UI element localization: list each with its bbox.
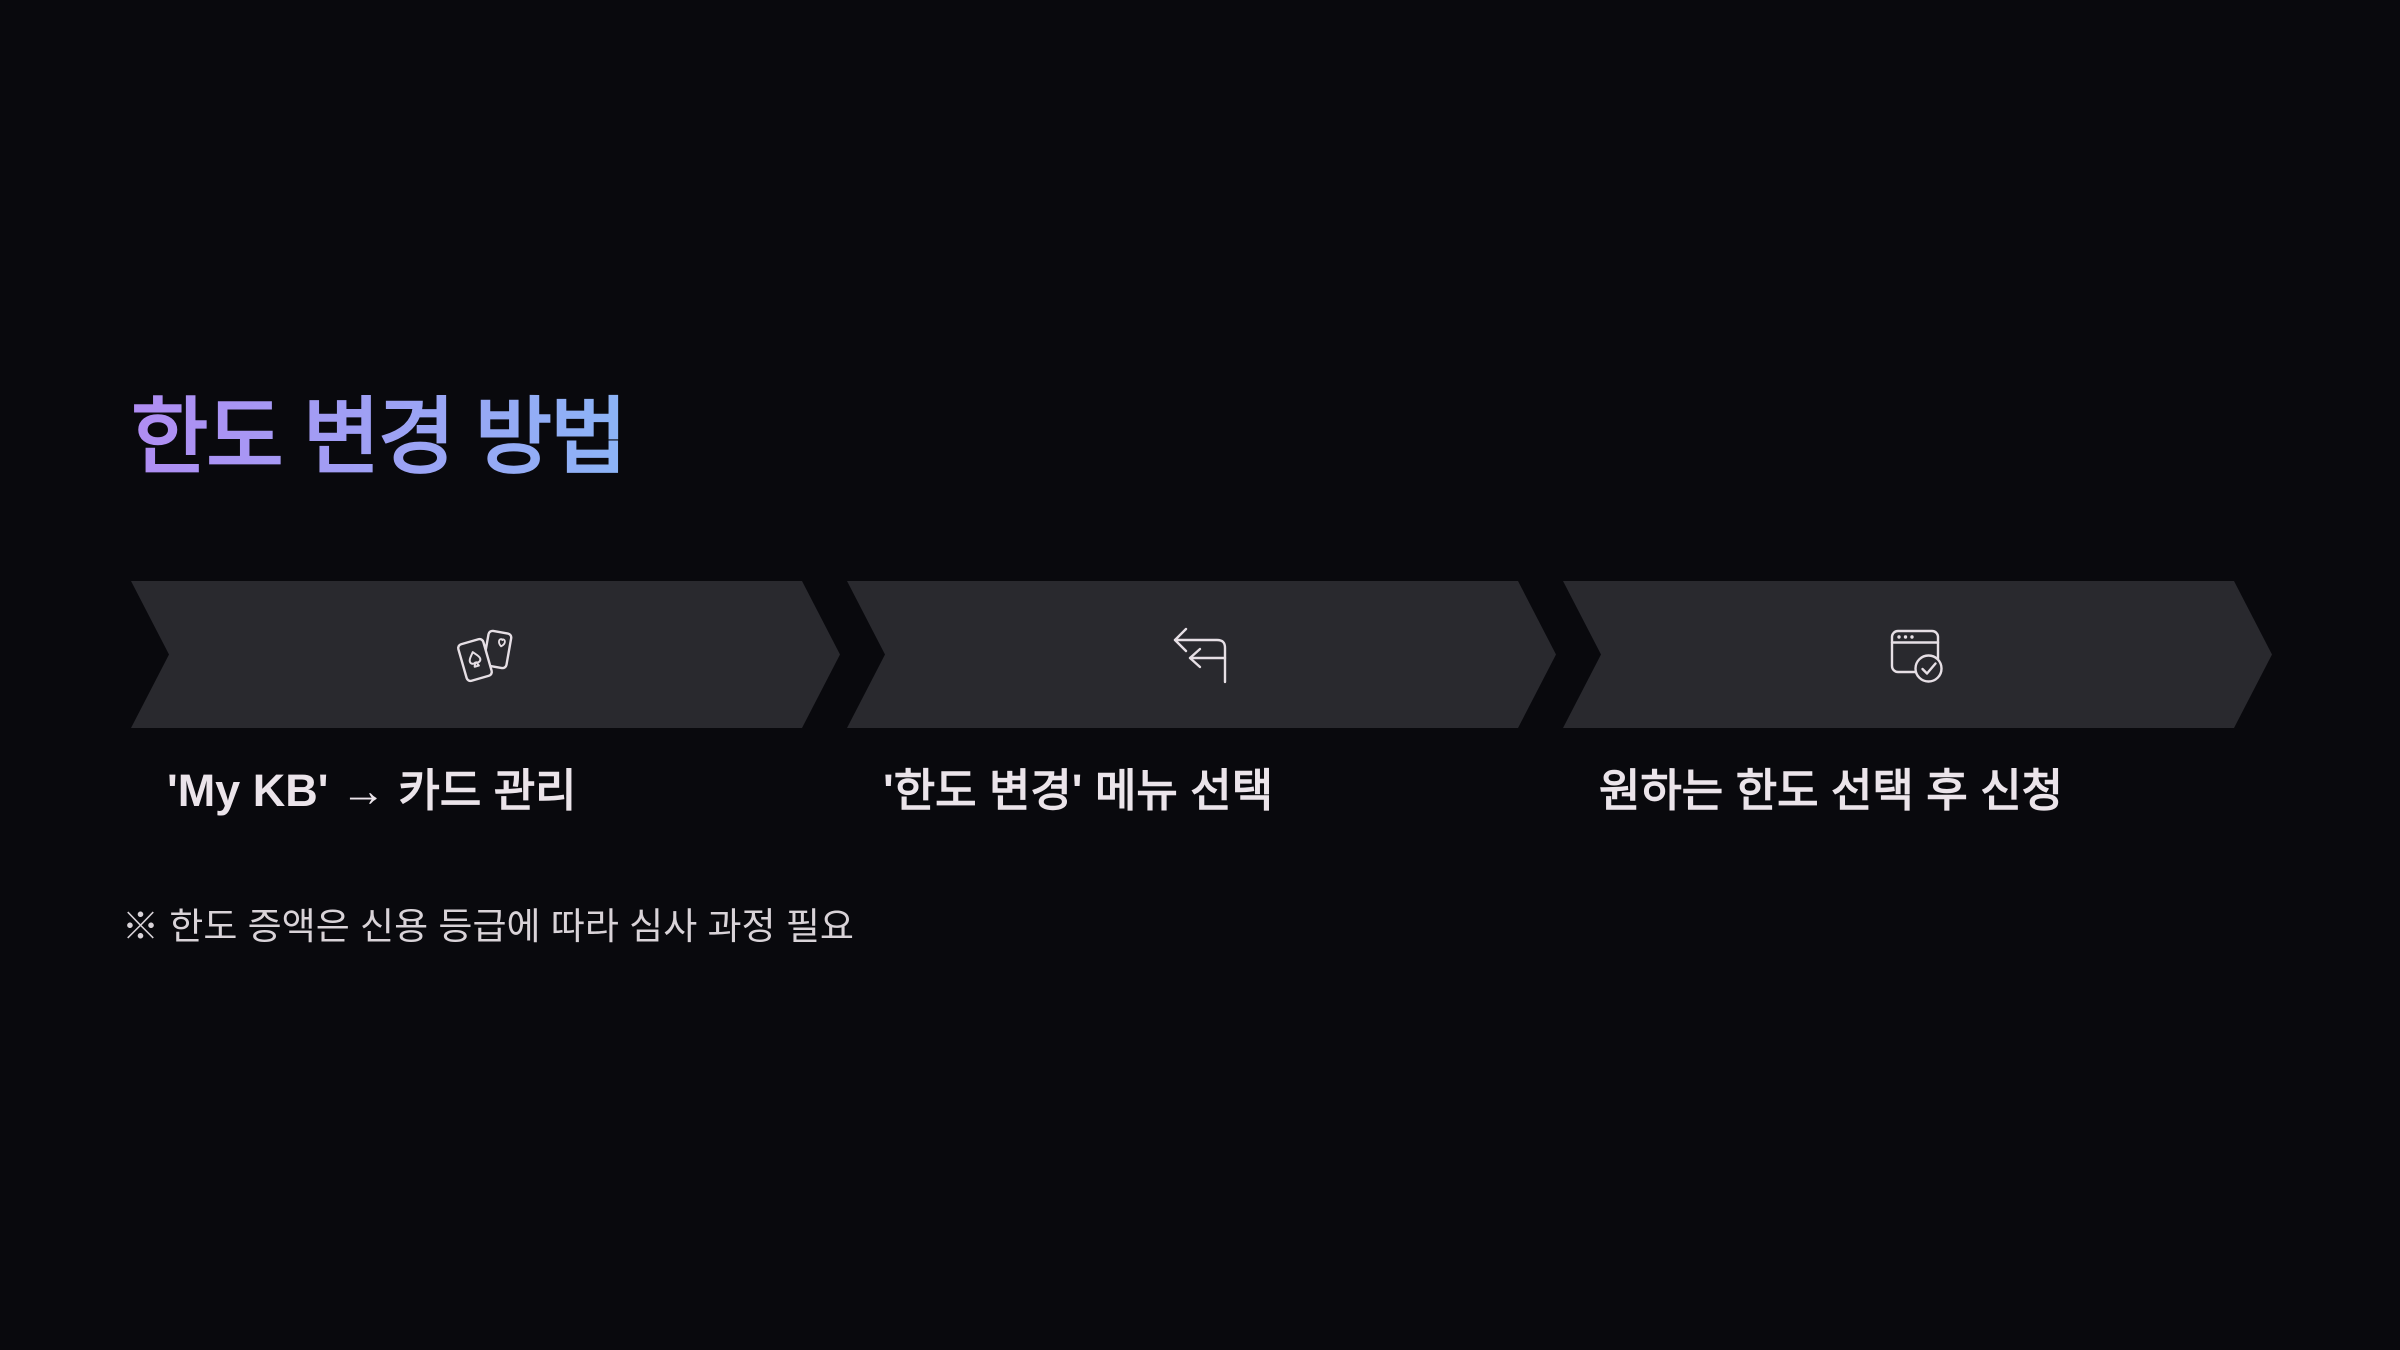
step-label-1: 'My KB' → 카드 관리 [167,765,577,816]
footnote: ※ 한도 증액은 신용 등급에 따라 심사 과정 필요 [122,906,854,947]
step-chevron-2 [847,581,1556,728]
step-chevron-3 [1563,581,2272,728]
step-chevron-1 [131,581,840,728]
playing-cards-icon [456,625,516,685]
browser-check-icon [1888,625,1948,685]
reply-arrows-icon [1172,625,1232,685]
step-label-3: 원하는 한도 선택 후 신청 [1599,765,2064,816]
steps-chevron-row [131,581,2272,728]
page-title: 한도 변경 방법 [131,390,627,484]
steps-label-row: 'My KB' → 카드 관리 '한도 변경' 메뉴 선택 원하는 한도 선택 … [131,764,2272,818]
step-label-2: '한도 변경' 메뉴 선택 [883,765,1274,816]
